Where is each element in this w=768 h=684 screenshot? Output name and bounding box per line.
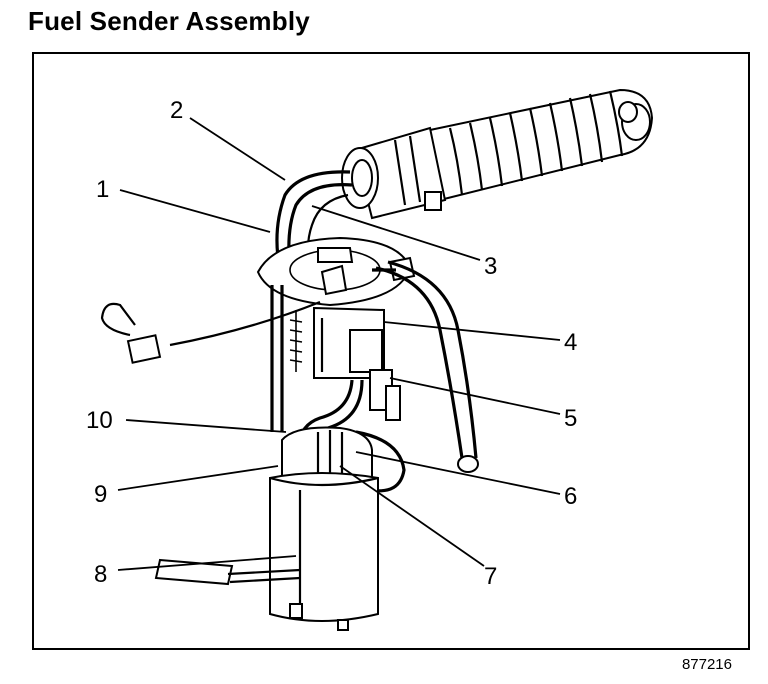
reservoir-bracket <box>313 306 401 421</box>
callout-10: 10 <box>86 407 113 434</box>
callout-4: 4 <box>564 329 577 356</box>
wire-harness-conduit <box>428 88 654 202</box>
fuel-line <box>375 260 479 473</box>
diagram-title: Fuel Sender Assembly <box>28 6 310 36</box>
callout-8: 8 <box>94 561 107 588</box>
electrical-connector <box>341 126 447 220</box>
callout-3: 3 <box>484 253 497 280</box>
callout-6: 6 <box>564 483 577 510</box>
callout-2: 2 <box>170 97 183 124</box>
callout-1: 1 <box>96 176 109 203</box>
pump-assembly <box>269 426 406 631</box>
callout-labels: 1 2 3 4 5 6 7 8 9 10 <box>86 97 577 590</box>
sender-wire <box>100 300 321 364</box>
callout-5: 5 <box>564 405 577 432</box>
callout-9: 9 <box>94 481 107 508</box>
callout-7: 7 <box>484 563 497 590</box>
leader-lines <box>117 117 561 571</box>
support-rods <box>270 285 303 432</box>
figure-id: 877216 <box>681 656 732 673</box>
